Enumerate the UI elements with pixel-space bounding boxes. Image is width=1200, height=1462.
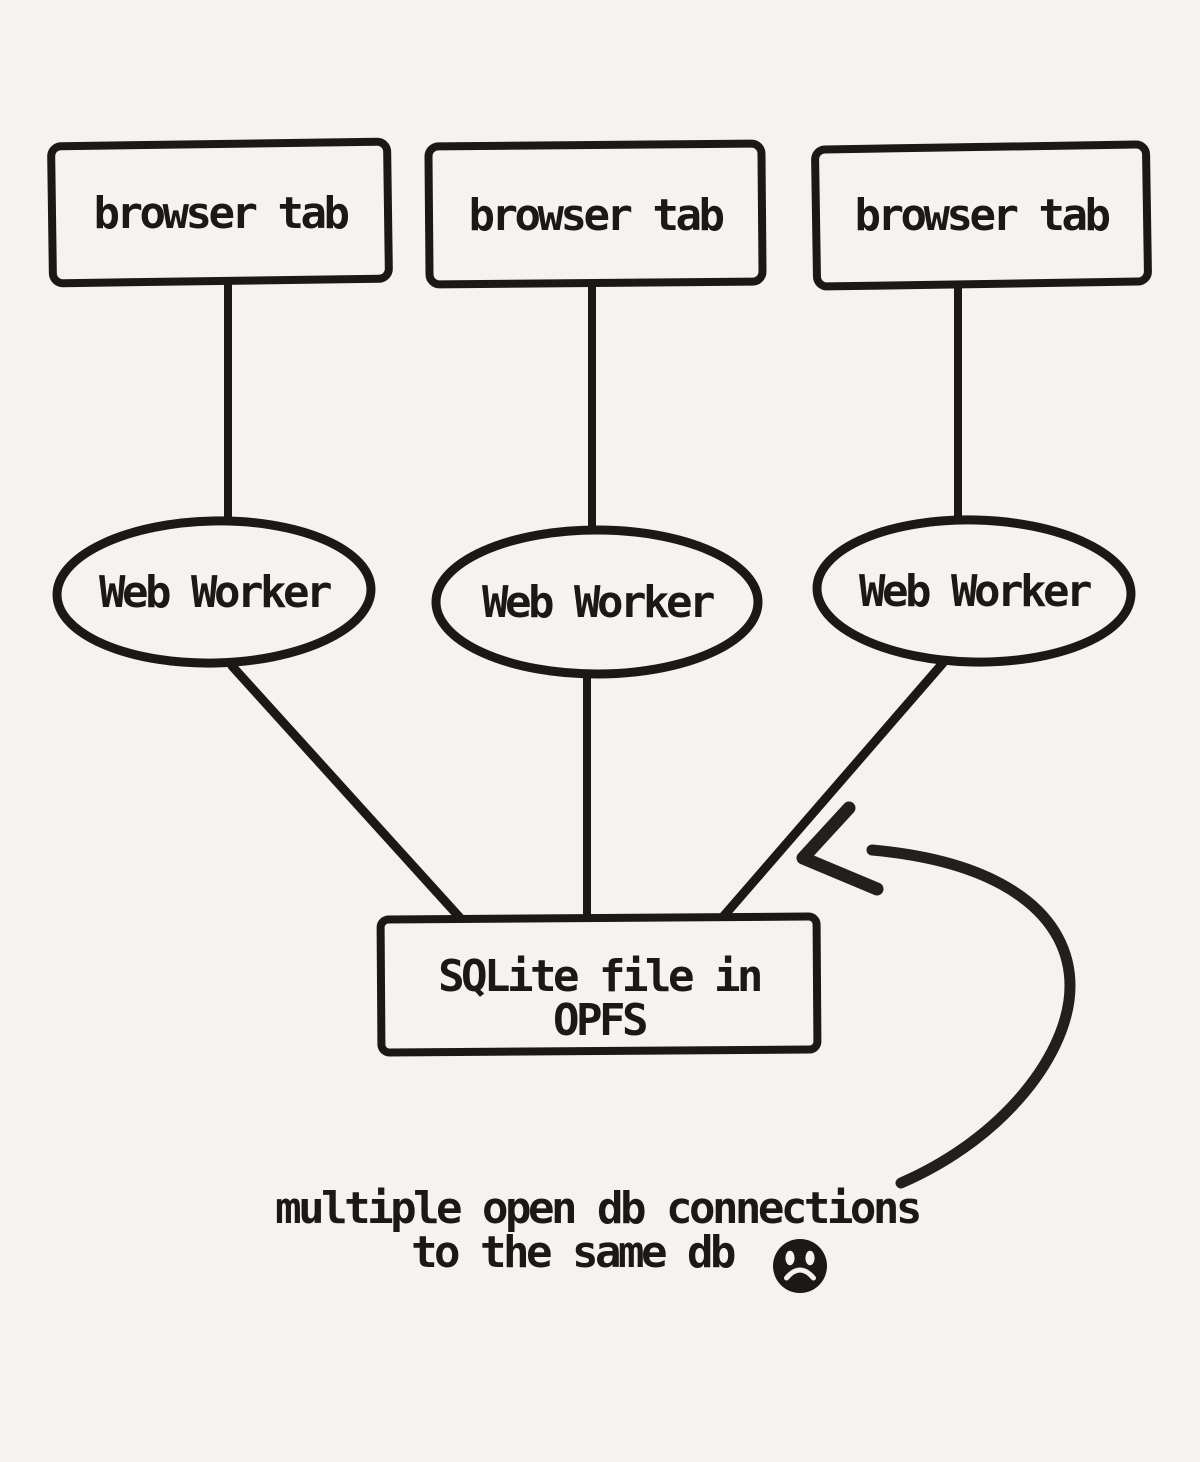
- frowning-face-right-eye: [805, 1250, 815, 1266]
- browser-tab-label-1: browser tab: [94, 188, 349, 239]
- frowning-face-icon: [773, 1239, 827, 1293]
- web-worker-label-2: Web Worker: [482, 577, 714, 628]
- web-worker-label-3: Web Worker: [859, 566, 1091, 617]
- sqlite-box-label-line-1: SQLite file in: [438, 951, 761, 1002]
- frowning-face-circle: [773, 1239, 827, 1293]
- browser-tab-label-2: browser tab: [469, 190, 724, 241]
- browser-tab-label-3: browser tab: [855, 190, 1110, 241]
- annotation-arrow-head: [796, 801, 884, 896]
- frowning-face-mouth: [784, 1267, 816, 1281]
- web-worker-ellipse-1: [52, 516, 376, 668]
- sqlite-box-label-line-2: OPFS: [553, 995, 646, 1046]
- frowning-face-left-eye: [785, 1250, 795, 1266]
- browser-tab-box-2: [424, 139, 767, 289]
- worker-to-db-connector-3: [717, 658, 948, 923]
- browser-tab-box-1: [47, 137, 393, 288]
- web-worker-ellipse-3: [812, 515, 1136, 667]
- sqlite-opfs-box: [376, 912, 822, 1057]
- annotation-arrow: [796, 801, 1076, 1189]
- web-worker-label-1: Web Worker: [99, 567, 331, 618]
- caption-line-2: to the same db: [411, 1227, 735, 1278]
- web-worker-ellipse-2: [431, 525, 763, 679]
- browser-tab-box-3: [811, 140, 1152, 291]
- annotation-arrow-curve: [866, 844, 1076, 1189]
- caption-line-1: multiple open db connections: [275, 1183, 919, 1234]
- worker-to-db-connector-1: [227, 661, 467, 925]
